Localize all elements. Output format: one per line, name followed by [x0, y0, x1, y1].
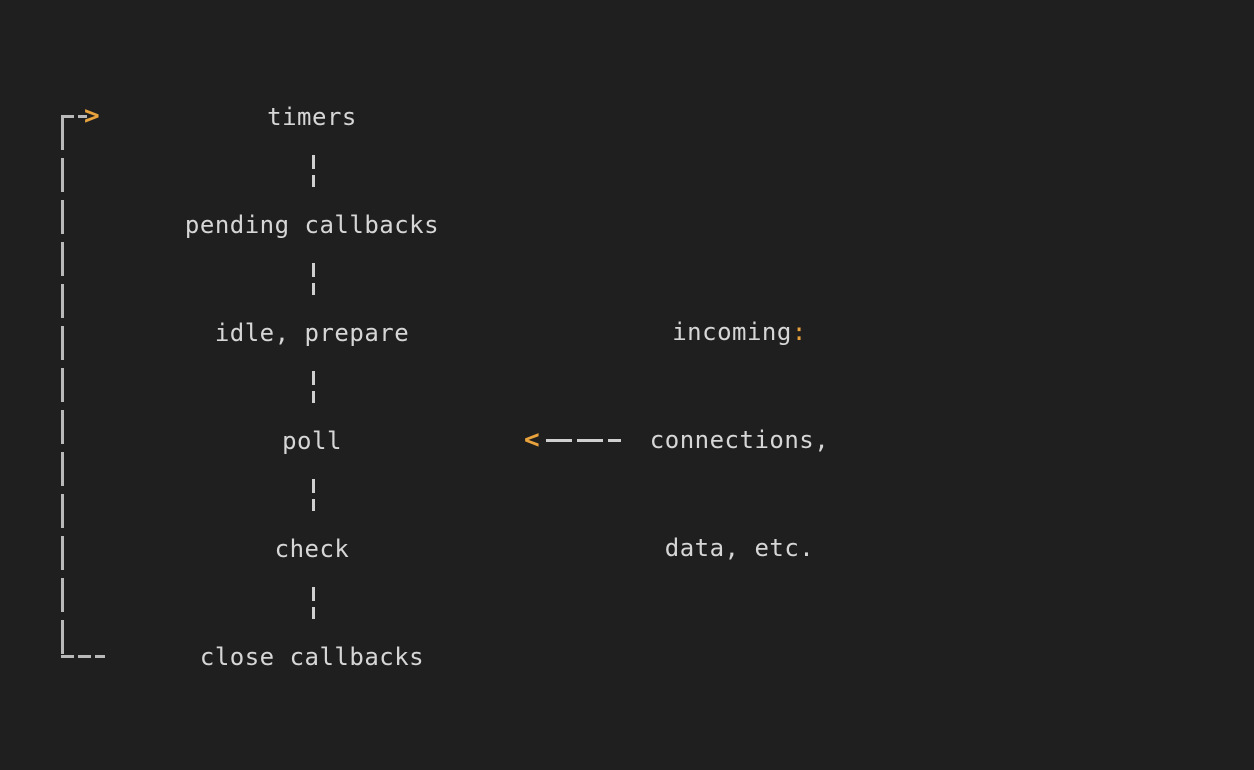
loop-arrowhead-icon: >: [84, 101, 100, 131]
phase-label-check: check: [274, 535, 350, 563]
connector-timers-to-pending: [312, 155, 315, 187]
incoming-arrowhead-icon: <: [524, 425, 540, 455]
phase-label-timers: timers: [267, 103, 357, 131]
loop-rail-bottom-segment: [61, 655, 107, 658]
phase-box-check[interactable]: check: [105, 511, 519, 587]
loop-rail-top-segment: [61, 115, 87, 118]
connector-idle-to-poll: [312, 371, 315, 403]
note-line-2: connections,: [649, 426, 830, 454]
phase-box-poll[interactable]: poll: [105, 403, 519, 479]
phase-box-close-callbacks[interactable]: close callbacks: [105, 619, 519, 695]
note-incoming-word: incoming: [672, 318, 792, 346]
connector-pending-to-idle: [312, 263, 315, 295]
phase-label-poll: poll: [282, 427, 342, 455]
note-line-1: incoming:: [621, 314, 858, 350]
note-label-incoming: incoming: connections, data, etc.: [621, 242, 858, 638]
note-colon-accent: :: [791, 318, 807, 346]
phase-box-idle-prepare[interactable]: idle, prepare: [105, 295, 519, 371]
phase-label-idle-prepare: idle, prepare: [214, 319, 410, 347]
note-line-3: data, etc.: [664, 534, 815, 562]
phase-box-timers[interactable]: timers: [105, 79, 519, 155]
connector-check-to-close: [312, 587, 315, 619]
phase-box-pending-callbacks[interactable]: pending callbacks: [105, 187, 519, 263]
phase-label-close-callbacks: close callbacks: [199, 643, 425, 671]
connector-poll-to-check: [312, 479, 315, 511]
connector-incoming-to-poll: [546, 439, 622, 442]
loop-rail-vertical: [61, 116, 64, 658]
note-box-incoming[interactable]: incoming: connections, data, etc.: [621, 318, 858, 562]
phase-label-pending-callbacks: pending callbacks: [184, 211, 440, 239]
